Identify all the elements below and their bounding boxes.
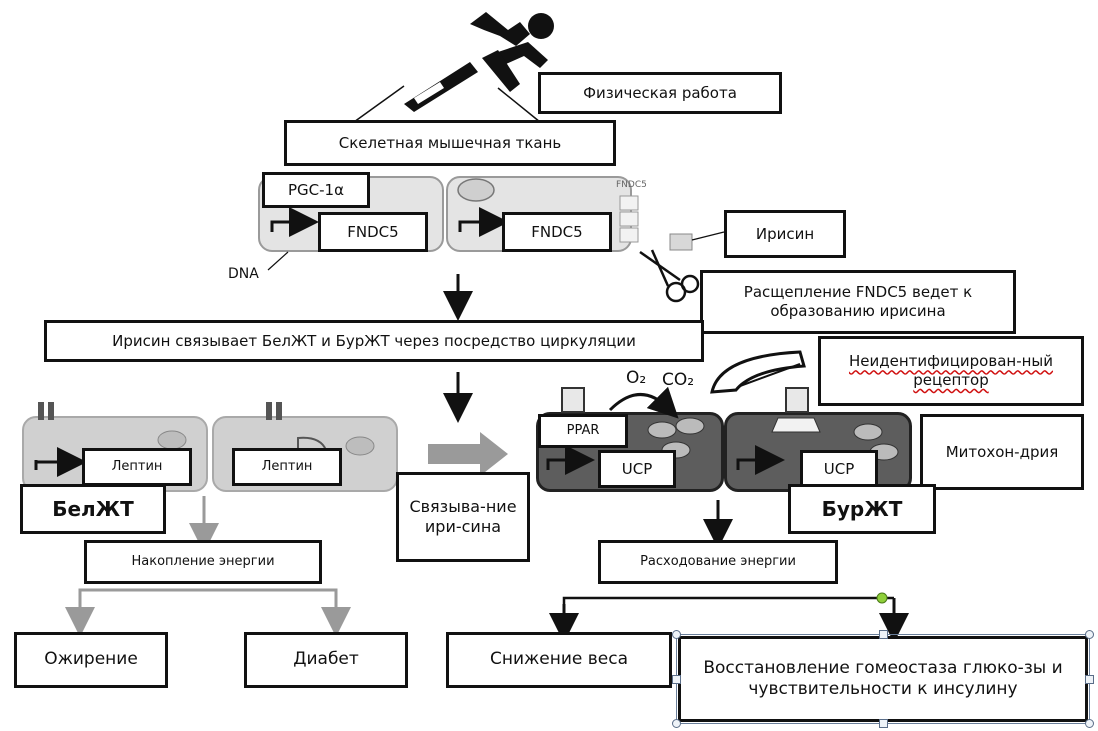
- vesicle-icon: [457, 178, 495, 202]
- rotate-handle-icon[interactable]: [876, 592, 888, 604]
- wat-receptor-1a: [38, 402, 44, 420]
- wat-organelle: [297, 436, 327, 452]
- circulation-label: Ирисин связывает БелЖТ и БурЖТ через пос…: [44, 320, 704, 362]
- mitochondrion-outline: [710, 350, 806, 394]
- physical-work-label: Физическая работа: [538, 72, 782, 114]
- receptor-label: Неидентифицирован-ный рецептор: [818, 336, 1084, 406]
- gene-arrow-2: [458, 207, 509, 237]
- mito-1: [647, 421, 677, 439]
- runner-icon: [404, 12, 554, 112]
- ucp-right-label: UCP: [800, 450, 878, 488]
- selection-frame: [676, 634, 1090, 724]
- dna-pointer: [267, 251, 289, 271]
- irisin-pointer: [691, 231, 725, 241]
- o2-co2-arc: [608, 386, 679, 419]
- fndc5-small-label: FNDC5: [616, 180, 647, 190]
- mito-2: [675, 417, 705, 435]
- fndc5-protein-1: [619, 195, 639, 211]
- energy-storage-label: Накопление энергии: [84, 540, 322, 584]
- gray-flow-arrow: [428, 432, 508, 476]
- irisin-label: Ирисин: [724, 210, 846, 258]
- wat-receptor-1b: [48, 402, 54, 420]
- bat-receptor-1: [561, 387, 585, 413]
- wat-droplet-2: [345, 436, 375, 456]
- resize-handle-br[interactable]: [1085, 719, 1094, 728]
- skeletal-muscle-label: Скелетная мышечная ткань: [284, 120, 616, 166]
- resize-handle-tr[interactable]: [1085, 630, 1094, 639]
- o2-label: O₂: [626, 368, 647, 388]
- scissors-icon: [639, 249, 700, 303]
- ppar-label: PPAR: [538, 414, 628, 448]
- leptin-right-label: Лептин: [232, 448, 342, 486]
- wat-droplet-1: [157, 430, 187, 450]
- irisin-binding-label: Связыва-ние ири-сина: [396, 472, 530, 562]
- resize-handle-mr[interactable]: [1085, 675, 1094, 684]
- fndc5-protein-3: [619, 227, 639, 243]
- wat-split-lines: [78, 588, 338, 620]
- wat-receptor-2a: [266, 402, 272, 420]
- weight-loss-label: Снижение веса: [446, 632, 672, 688]
- irisin-chip-icon: [669, 233, 693, 251]
- leptin-left-label: Лептин: [82, 448, 192, 486]
- bat-gene-arrow-2: [736, 445, 785, 475]
- bat-receptor-2: [785, 387, 809, 413]
- bat-gene-arrow-1: [546, 445, 595, 475]
- pgc1a-label: PGC-1α: [262, 172, 370, 208]
- resize-handle-ml[interactable]: [672, 675, 681, 684]
- white-fat-label: БелЖТ: [20, 484, 166, 534]
- bat-split-lines: [562, 596, 894, 626]
- runner-line-right: [497, 87, 541, 123]
- fndc5-left-label: FNDC5: [318, 212, 428, 252]
- dna-label: DNA: [228, 266, 259, 282]
- fndc5-protein-2: [619, 211, 639, 227]
- energy-expenditure-label: Расходование энергии: [598, 540, 838, 584]
- brown-fat-label: БурЖТ: [788, 484, 936, 534]
- bat-receptor-base: [771, 417, 821, 433]
- glucose-restore-label[interactable]: Восстановление гомеостаза глюко-зы и чув…: [678, 636, 1088, 722]
- resize-handle-tl[interactable]: [672, 630, 681, 639]
- wat-receptor-2b: [276, 402, 282, 420]
- mitochondria-label: Митохон-дрия: [920, 414, 1084, 490]
- mitochondrion-crista: [739, 363, 801, 387]
- resize-handle-bl[interactable]: [672, 719, 681, 728]
- cleavage-label: Расщепление FNDC5 ведет к образованию ир…: [700, 270, 1016, 334]
- gene-arrow-1: [270, 207, 319, 237]
- mito-4: [853, 423, 883, 441]
- receptor-text: Неидентифицирован-ный рецептор: [848, 352, 1054, 389]
- obesity-label: Ожирение: [14, 632, 168, 688]
- fndc5-right-label: FNDC5: [502, 212, 612, 252]
- runner-line-left: [353, 85, 405, 123]
- co2-label: CO₂: [662, 370, 695, 390]
- diabetes-label: Диабет: [244, 632, 408, 688]
- resize-handle-bm[interactable]: [879, 719, 888, 728]
- ucp-left-label: UCP: [598, 450, 676, 488]
- resize-handle-tm[interactable]: [879, 630, 888, 639]
